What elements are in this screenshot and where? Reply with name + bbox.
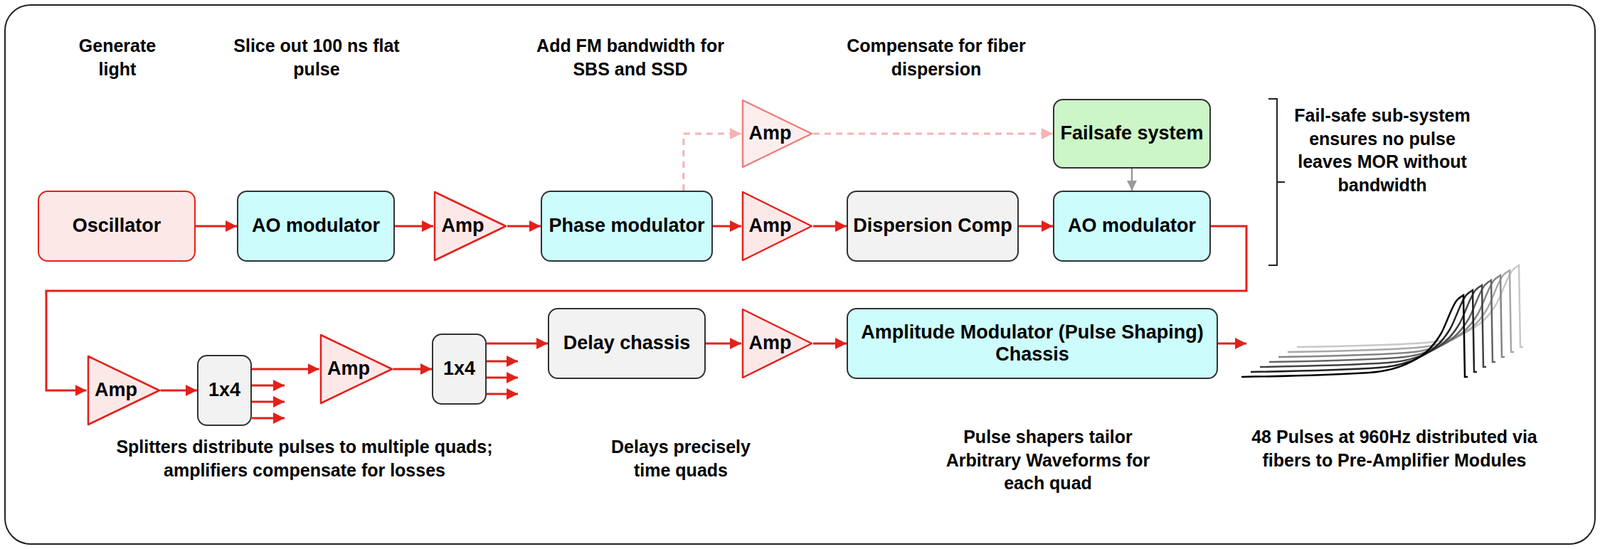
connector-arrow bbox=[507, 225, 541, 228]
node-label: Dispersion Comp bbox=[853, 214, 1013, 237]
node-label: Amp bbox=[748, 332, 792, 355]
node-label: Amplitude Modulator (Pulse Shaping) Chas… bbox=[848, 321, 1217, 366]
annotation: Add FM bandwidth for SBS and SSD bbox=[527, 34, 734, 81]
node-label: Amp bbox=[748, 214, 792, 237]
triangle-outline bbox=[742, 309, 812, 378]
splitter-box: 1x4 bbox=[431, 333, 487, 405]
connector-arrow bbox=[1018, 225, 1053, 228]
node-label: Oscillator bbox=[72, 214, 162, 237]
process-box: Delay chassis bbox=[547, 308, 706, 380]
connector-arrow bbox=[683, 133, 742, 191]
modulator-box: AO modulator bbox=[1052, 190, 1211, 262]
splitter-output bbox=[486, 393, 518, 396]
annotation: Delays precisely time quads bbox=[591, 435, 770, 482]
splitter-output bbox=[251, 417, 285, 420]
splitter-output bbox=[251, 384, 285, 388]
node-label: Failsafe system bbox=[1060, 122, 1204, 145]
annotation: Generate light bbox=[60, 34, 175, 81]
bracket bbox=[1268, 98, 1285, 266]
node-label: Amp bbox=[327, 357, 370, 380]
annotation: Fail-safe sub-system ensures no pulse le… bbox=[1289, 103, 1476, 197]
node-label: Delay chassis bbox=[563, 332, 691, 355]
pulse-waveform bbox=[1241, 295, 1468, 378]
annotation: 48 Pulses at 960Hz distributed via fiber… bbox=[1241, 425, 1548, 472]
node-label: Amp bbox=[748, 122, 792, 145]
connector-arrow bbox=[251, 368, 320, 371]
pulse-waveforms bbox=[1241, 265, 1524, 378]
amplifier: Amp bbox=[319, 333, 394, 405]
node-label: AO modulator bbox=[1067, 214, 1196, 237]
node-label: Phase modulator bbox=[548, 214, 705, 237]
splitter-output bbox=[486, 360, 518, 363]
connector-arrow bbox=[813, 342, 847, 346]
annotation: Compensate for fiber dispersion bbox=[840, 34, 1033, 81]
triangle-outline bbox=[742, 192, 812, 261]
connector-arrow bbox=[712, 225, 742, 228]
annotation: Splitters distribute pulses to multiple … bbox=[98, 435, 511, 482]
amplifier: Amp bbox=[433, 190, 508, 262]
splitter-output bbox=[251, 401, 285, 404]
outer-frame bbox=[4, 4, 1596, 545]
node-label: Amp bbox=[441, 214, 485, 237]
connector-arrow bbox=[394, 225, 434, 228]
node-label: 1x4 bbox=[443, 357, 476, 380]
amplifier: Amp bbox=[86, 355, 161, 427]
node-label: 1x4 bbox=[208, 379, 241, 402]
triangle-outline bbox=[88, 356, 160, 425]
modulator-box: Amplitude Modulator (Pulse Shaping) Chas… bbox=[846, 308, 1218, 380]
process-box: Dispersion Comp bbox=[846, 190, 1019, 262]
annotation: Slice out 100 ns flat pulse bbox=[224, 34, 410, 81]
connector-arrow bbox=[1131, 168, 1134, 191]
node-label: Amp bbox=[94, 379, 138, 402]
triangle-outline bbox=[742, 100, 812, 168]
connector-arrow bbox=[813, 225, 847, 228]
triangle-outline bbox=[320, 335, 392, 404]
connector-arrow bbox=[813, 133, 1053, 136]
oscillator-box: Oscillator bbox=[37, 190, 196, 262]
amplifier: Amp bbox=[741, 308, 814, 380]
node-label: AO modulator bbox=[251, 214, 380, 237]
connector-arrow bbox=[195, 225, 237, 228]
modulator-box: AO modulator bbox=[236, 190, 395, 262]
failsafe-box: Failsafe system bbox=[1052, 98, 1211, 169]
connector-arrow bbox=[705, 342, 742, 346]
triangle-outline bbox=[434, 192, 506, 261]
amplifier: Amp bbox=[741, 190, 814, 262]
connector-arrow bbox=[393, 368, 433, 371]
splitter-output bbox=[486, 377, 518, 380]
connector-arrow bbox=[486, 342, 548, 346]
annotation: Pulse shapers tailor Arbitrary Waveforms… bbox=[930, 425, 1166, 496]
amplifier: Amp bbox=[741, 98, 814, 169]
connector-arrow bbox=[160, 389, 198, 392]
modulator-box: Phase modulator bbox=[540, 190, 713, 262]
splitter-box: 1x4 bbox=[197, 355, 252, 427]
